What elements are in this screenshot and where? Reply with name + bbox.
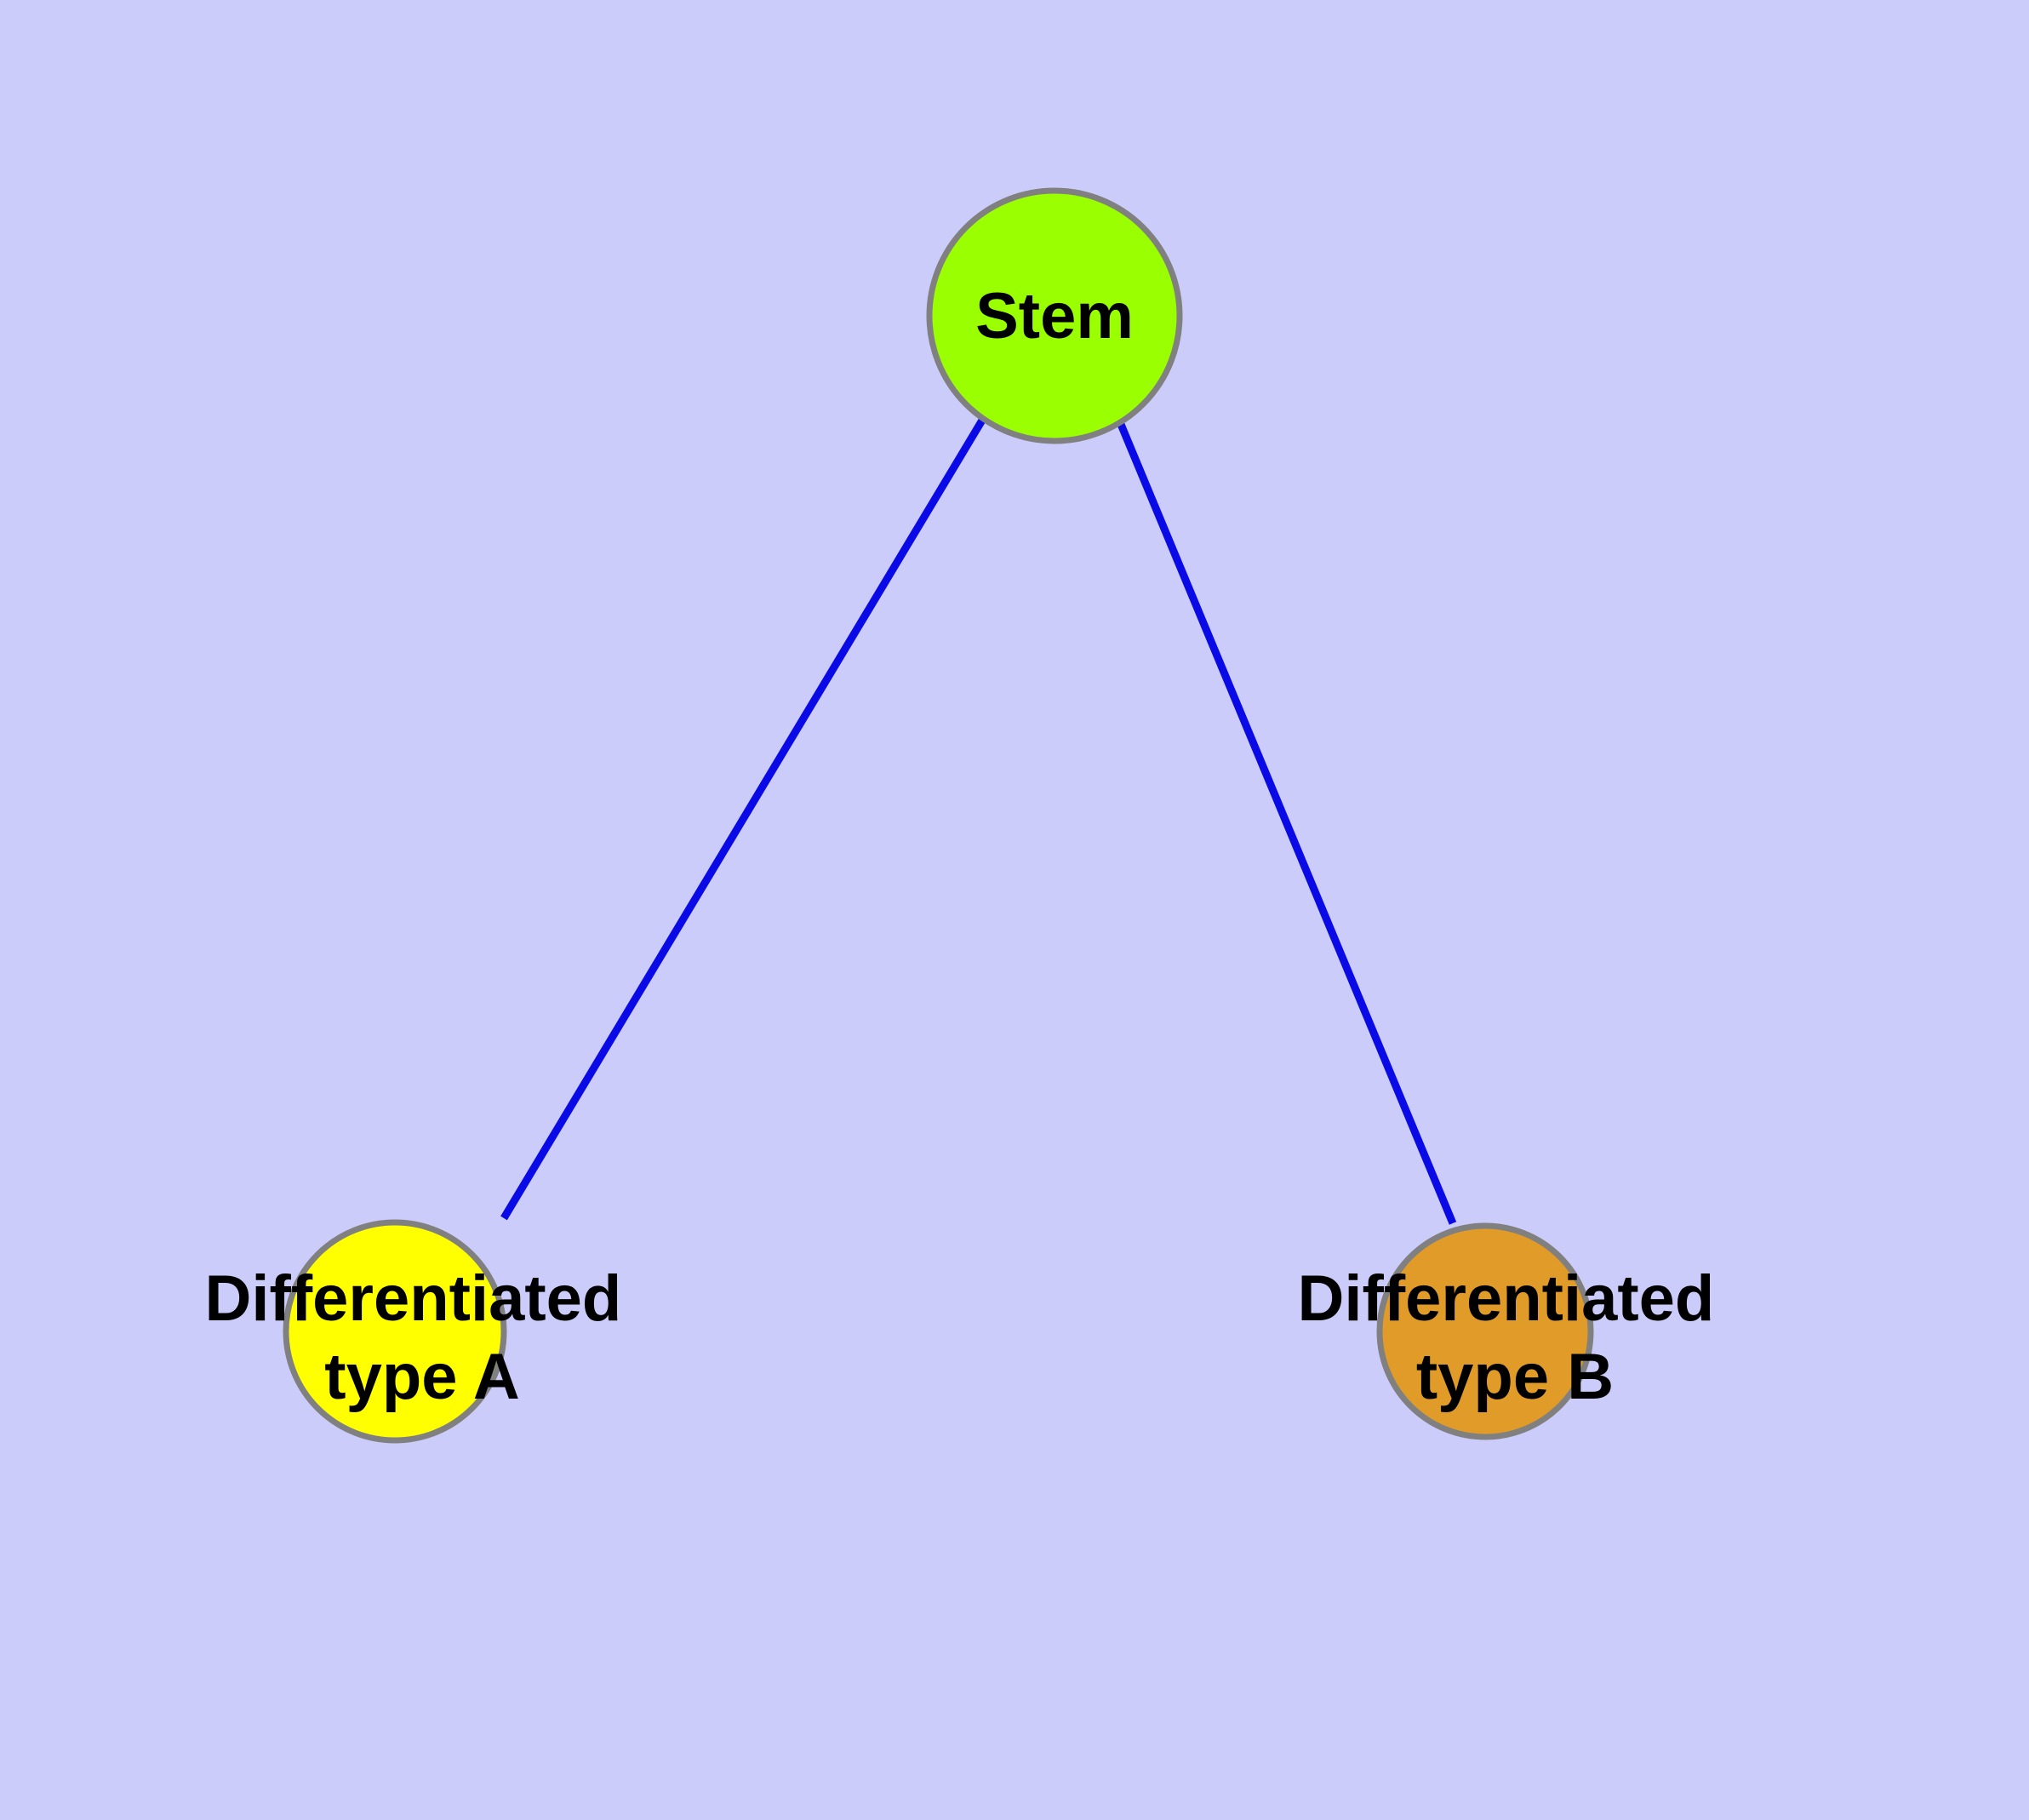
- node-label-stem: Stem: [975, 280, 1134, 352]
- node-label-differentiated-type-b-line-1: Differentiated: [1298, 1262, 1715, 1335]
- label-layer: Stem Differentiated type A Differentiate…: [205, 280, 1733, 1413]
- edge-stem-to-differentiated-type-b[interactable]: [1116, 421, 1457, 1225]
- edge-stem-to-differentiated-type-a[interactable]: [500, 416, 986, 1221]
- node-layer: [283, 187, 1594, 1444]
- node-label-differentiated-type-a-line-2: type A: [324, 1341, 519, 1413]
- node-label-differentiated-type-a: Differentiated type A: [205, 1262, 640, 1413]
- node-label-differentiated-type-b: Differentiated type B: [1298, 1262, 1733, 1413]
- node-stem[interactable]: [926, 187, 1183, 444]
- node-differentiated-type-a[interactable]: [283, 1219, 507, 1444]
- node-label-differentiated-type-a-line-1: Differentiated: [205, 1262, 622, 1335]
- node-differentiated-type-b[interactable]: [1376, 1222, 1594, 1440]
- node-label-differentiated-type-b-line-2: type B: [1416, 1341, 1614, 1413]
- edge-layer: [500, 416, 1457, 1225]
- node-label-stem-line-1: Stem: [975, 280, 1134, 352]
